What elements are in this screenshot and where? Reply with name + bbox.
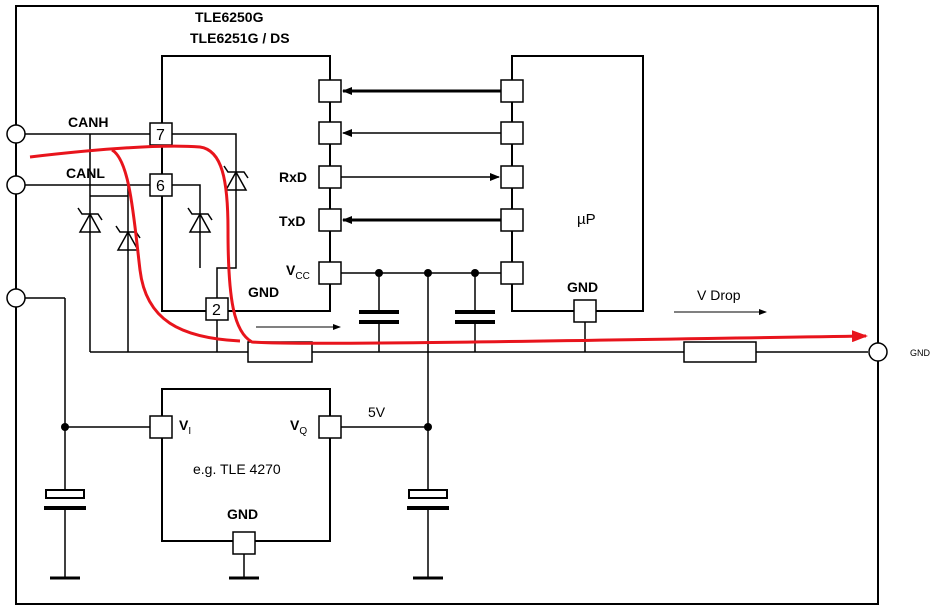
ground-resistor-2 [683,341,757,363]
current-path [29,144,868,345]
rxd-label: RxD [279,169,307,185]
mcu-gnd-label: GND [567,279,598,295]
regulator-label: e.g. TLE 4270 [193,461,281,477]
chip-name-line1: TLE6250G [195,9,264,25]
transceiver-gnd-label: GND [248,284,279,300]
mcu-label: µP [577,211,596,228]
chip-name-line2: TLE6251G / DS [190,30,290,46]
pin-7-label: 7 [156,127,165,144]
canl-label: CANL [66,165,105,181]
zener-diodes [77,165,249,251]
current-path-return [111,148,241,343]
junction-dots [61,269,479,431]
ecu-frame [15,5,879,605]
mcu-left-pins [500,79,524,285]
pin-6-label: 6 [156,178,165,195]
pin-2-label: 2 [212,302,221,319]
mcu-gnd-pin [573,299,597,323]
decoupling-capacitors [359,310,495,324]
mcu-box [511,55,644,312]
txd-label: TxD [279,213,305,229]
vq-label: VQ [290,417,307,437]
regulator-gnd-label: GND [227,506,258,522]
electrolytic-capacitors [44,489,449,510]
ground-resistor-1 [247,341,313,363]
regulator-vi-pin [149,415,173,439]
transceiver-right-pins [318,79,342,285]
gnd-terminal [868,342,888,362]
signal-lines [341,87,501,274]
gnd-terminal-label: GND [910,348,931,358]
vi-label: VI [179,417,191,437]
regulator-gnd-pin [232,531,256,555]
canh-label: CANH [68,114,108,130]
v-drop-label: V Drop [697,287,741,303]
five-volt-label: 5V [368,404,386,420]
regulator-vq-pin [318,415,342,439]
vcc-label: VCC [286,262,310,282]
